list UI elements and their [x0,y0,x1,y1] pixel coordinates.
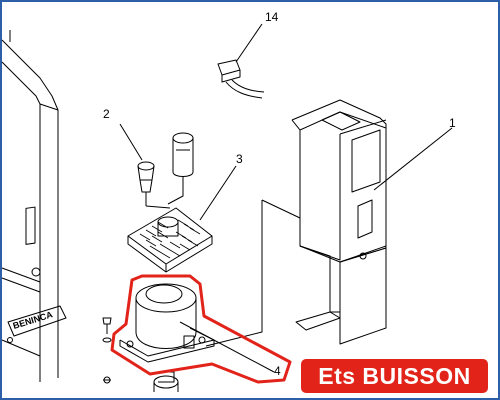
leader-part-4 [179,321,275,373]
brand-name: Ets BUISSON [318,362,471,389]
motor-part-4 [119,283,215,392]
svg-text:BENINCA: BENINCA [12,309,55,331]
label-part-1: 1 [449,116,456,130]
fuse-part-2 [119,123,171,209]
left-housing [1,30,59,382]
label-part-4: 4 [274,364,281,378]
screws [102,317,112,384]
label-part-3: 3 [236,152,243,166]
label-part-14: 14 [265,10,279,24]
part-4-highlight [110,274,292,384]
cover-part-1 [291,99,453,345]
brand-banner: Ets BUISSON [301,359,488,393]
terminal-board-part-3 [127,165,237,273]
label-part-2: 2 [103,107,110,121]
connector-part-14 [217,23,265,99]
terminal-pins [139,219,201,259]
assembly-leaders [205,199,301,347]
beninca-logo: BENINCA [7,305,67,343]
capacitor [167,132,194,205]
